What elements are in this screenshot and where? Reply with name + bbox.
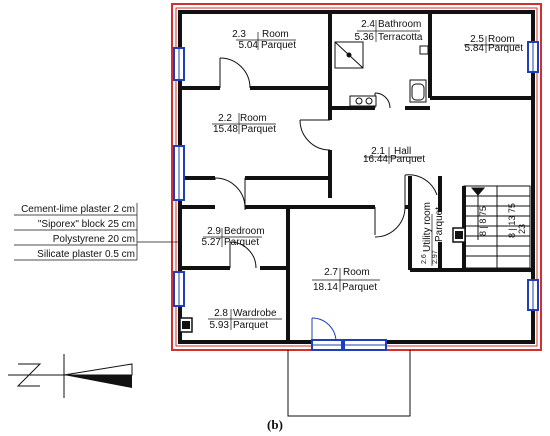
room-floor: Parquet [241, 124, 276, 135]
room-name: Room [240, 113, 267, 124]
wall-layer-label: Polystyrene 20 cm [53, 234, 135, 245]
room-area: 16.44 [363, 154, 388, 165]
staircase [463, 185, 531, 269]
room-labels: 2.3 Room 5.04 Parquet 2.4 Bathroom 5.36 … [202, 19, 524, 331]
wall-layer-label: Cement-lime plaster 2 cm [21, 204, 135, 215]
room-area: 5.36 [355, 32, 375, 43]
room-id: 2.5 [470, 34, 484, 45]
room-name: Bedroom [224, 226, 265, 237]
utility-room-floor: Parquet [434, 207, 445, 242]
stair-label: 8 | 13 75 [507, 203, 517, 238]
room-name: Room [343, 267, 370, 278]
utility-room-area: 2.97 [432, 250, 439, 264]
room-floor: Parquet [224, 237, 259, 248]
room-floor: Parquet [488, 43, 523, 54]
room-floor: Parquet [342, 282, 377, 293]
figure-caption: (b) [267, 417, 283, 432]
room-id: 2.4 [361, 19, 375, 30]
room-id: 2.9 [207, 226, 221, 237]
room-floor: Parquet [261, 40, 296, 51]
door-swings [214, 57, 438, 343]
stair-label: 8 | 8 75 [478, 206, 488, 236]
room-id: 2.7 [324, 267, 338, 278]
room-id: 2.2 [218, 113, 232, 124]
stair-labels: 8 | 8 75 8 | 13 75 23 [478, 203, 527, 238]
room-floor: Parquet [390, 154, 425, 165]
outer-wall-red-outline [171, 3, 542, 351]
room-name: Hall [394, 146, 411, 157]
utility-room-label: Utility room Parquet 2.6 2.97 [421, 202, 445, 266]
room-name: Room [488, 34, 515, 45]
room-name: Room [262, 29, 289, 40]
window-mullions [178, 42, 534, 346]
room-area: 15.48 [213, 124, 238, 135]
room-area: 5.04 [239, 40, 259, 51]
room-area: 5.93 [210, 320, 230, 331]
room-area: 18.14 [313, 282, 338, 293]
outer-wall-red-inner-line [175, 7, 538, 347]
wall-layer-legend: Cement-lime plaster 2 cm "Siporex" block… [14, 203, 178, 261]
utility-room-name: Utility room [422, 202, 433, 252]
terrace-outline [287, 350, 411, 417]
room-id: 2.3 [232, 29, 246, 40]
room-area: 5.84 [465, 43, 485, 54]
room-floor: Parquet [233, 320, 268, 331]
wall-layer-label: "Siporex" block 25 cm [38, 219, 135, 230]
room-id: 2.8 [214, 308, 228, 319]
ventilation-shafts [179, 227, 466, 333]
stair-label: 23 [517, 224, 527, 234]
utility-room-id: 2.6 [421, 254, 428, 264]
room-floor: Terracotta [378, 32, 423, 43]
north-arrow-icon [8, 354, 133, 398]
room-area: 5.27 [202, 237, 222, 248]
room-name: Wardrobe [233, 308, 277, 319]
room-id: 2.1 [371, 146, 385, 157]
bathroom-fixtures [334, 41, 429, 107]
wall-layer-label: Silicate plaster 0.5 cm [37, 249, 135, 260]
room-name: Bathroom [378, 19, 421, 30]
